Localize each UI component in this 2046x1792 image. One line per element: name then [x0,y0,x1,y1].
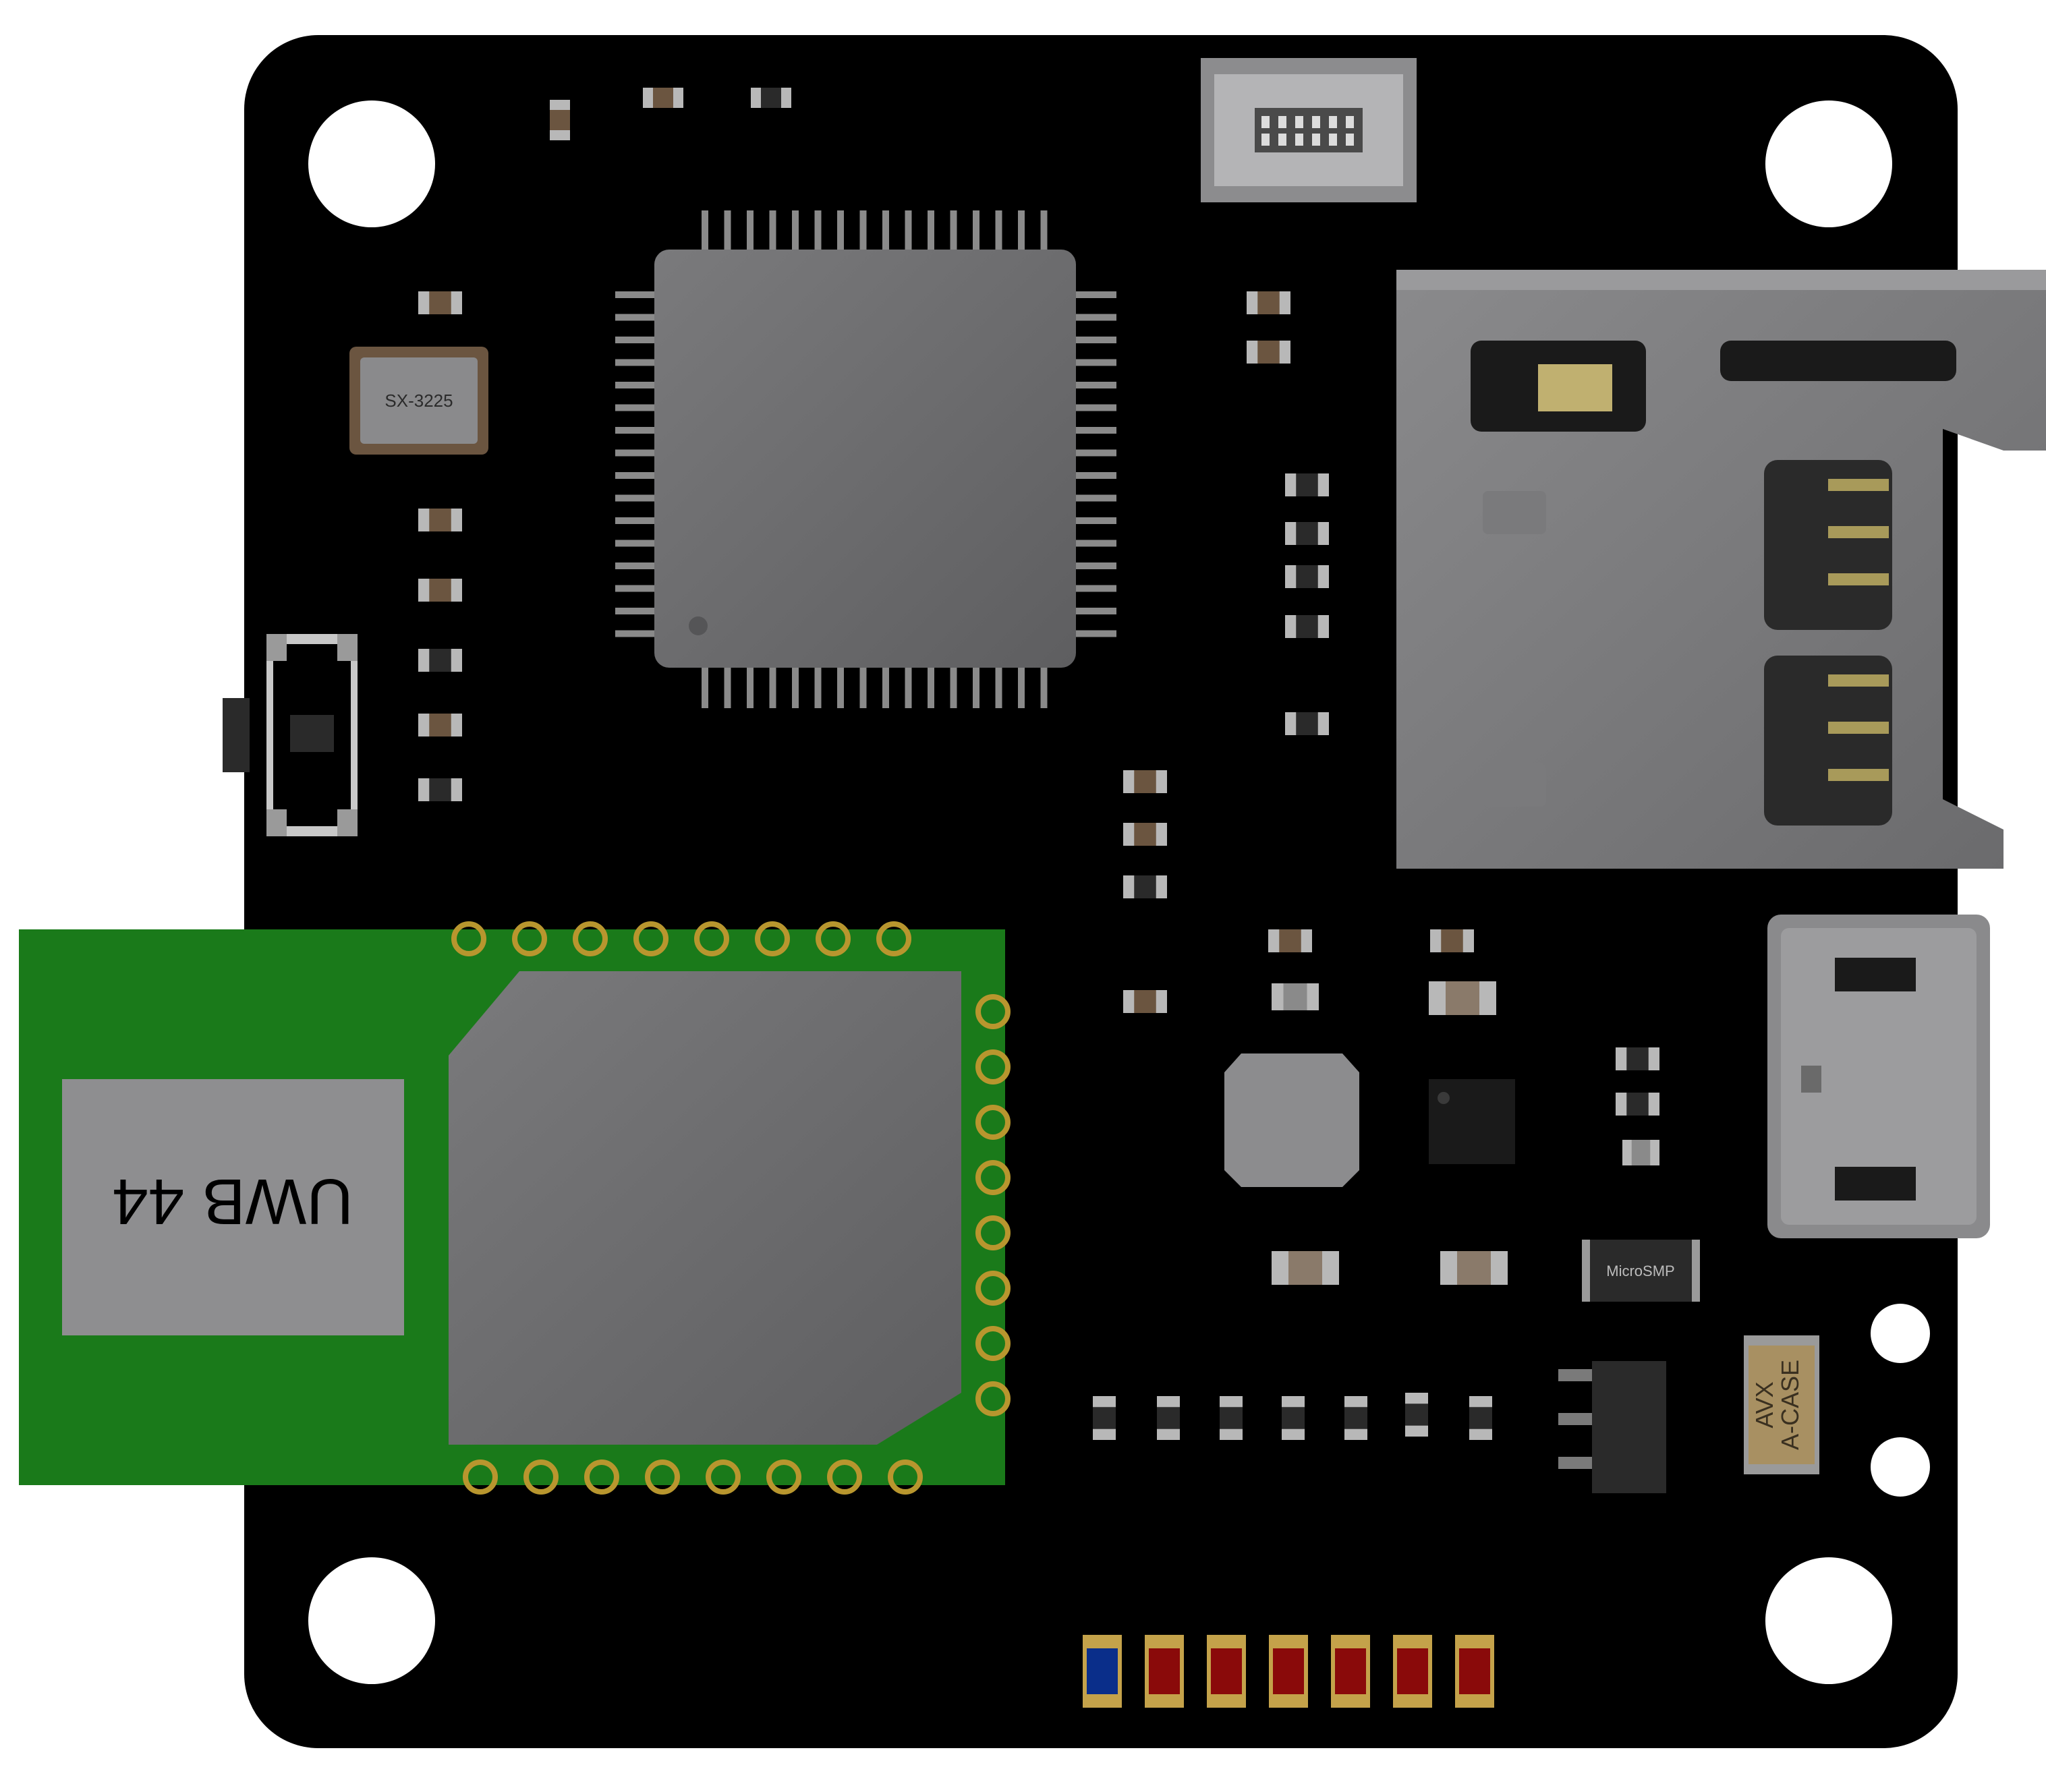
mounting-hole-bottom-right [1765,1557,1892,1684]
mcu-pin1-dot [689,616,708,635]
microsd-slot [1396,270,2046,869]
crystal-label: SX-3225 [385,391,453,411]
led-4 [1269,1635,1308,1708]
uwb-castellated-pads [451,921,1011,1495]
led-7 [1455,1635,1494,1708]
smd-passive-2 [643,88,683,108]
led-5 [1331,1635,1370,1708]
mcu-pins [615,210,1116,708]
smd-passive-20 [1123,990,1167,1013]
smd-passive-1 [550,100,570,140]
power-inductor [1224,1053,1359,1187]
cap-label-line2: A-CASE [1776,1360,1804,1450]
smd-passive-14 [1285,565,1329,588]
diode-label: MicroSMP [1606,1263,1674,1279]
mounting-hole-bottom-left [308,1557,435,1684]
uwb-antenna-label-area [62,1079,404,1335]
smd-passive-27 [1622,1140,1659,1165]
smd-passive-33 [1282,1396,1305,1440]
smd-passive-3 [751,88,791,108]
push-button [223,634,358,836]
led-6 [1393,1635,1432,1708]
led-3 [1207,1635,1246,1708]
passive-components [418,88,1659,1440]
sot-regulator [1558,1361,1666,1493]
smd-passive-10 [1247,291,1290,314]
smd-passive-34 [1344,1396,1367,1440]
micro-usb-connector [1767,915,1990,1238]
smd-passive-36 [1469,1396,1492,1440]
mounting-hole-top-right [1765,100,1892,227]
tvs-diode: MicroSMP [1582,1240,1700,1302]
smd-passive-21 [1268,929,1312,952]
small-qfn-dot [1438,1092,1450,1104]
smd-passive-18 [1123,823,1167,846]
smd-passive-23 [1272,983,1319,1010]
smd-passive-8 [418,714,462,736]
small-hole-2 [1871,1437,1930,1497]
smd-passive-32 [1220,1396,1243,1440]
small-hole-1 [1871,1304,1930,1363]
smd-passive-13 [1285,522,1329,545]
smd-passive-29 [1440,1251,1508,1285]
smd-passive-11 [1247,341,1290,364]
smd-passive-16 [1285,712,1329,735]
smd-passive-4 [418,291,462,314]
uwb-module-label: UWB 44 [112,1165,353,1238]
smd-passive-22 [1430,929,1474,952]
smd-passive-26 [1616,1093,1659,1116]
smd-passive-12 [1285,473,1329,496]
smd-passive-35 [1405,1393,1428,1437]
led-2 [1145,1635,1184,1708]
smd-passive-17 [1123,770,1167,793]
smd-passive-30 [1093,1396,1116,1440]
smd-passive-28 [1272,1251,1339,1285]
cap-label-line1: AVX [1751,1381,1778,1428]
mounting-hole-top-left [308,100,435,227]
led-1 [1083,1635,1122,1708]
small-qfn-ic [1429,1079,1515,1164]
board-to-board-connector [1201,58,1417,202]
tantalum-capacitor: AVX A-CASE [1744,1335,1819,1474]
smd-passive-24 [1429,981,1496,1015]
smd-passive-19 [1123,875,1167,898]
uwb-module: UWB 44 [19,921,1011,1495]
mcu-chip [654,250,1076,668]
smd-passive-6 [418,579,462,602]
smd-passive-25 [1616,1047,1659,1070]
crystal-oscillator: SX-3225 [349,347,488,455]
smd-passive-5 [418,509,462,531]
status-leds [1083,1635,1494,1708]
smd-passive-7 [418,649,462,672]
smd-passive-9 [418,778,462,801]
smd-passive-15 [1285,615,1329,638]
smd-passive-31 [1157,1396,1180,1440]
